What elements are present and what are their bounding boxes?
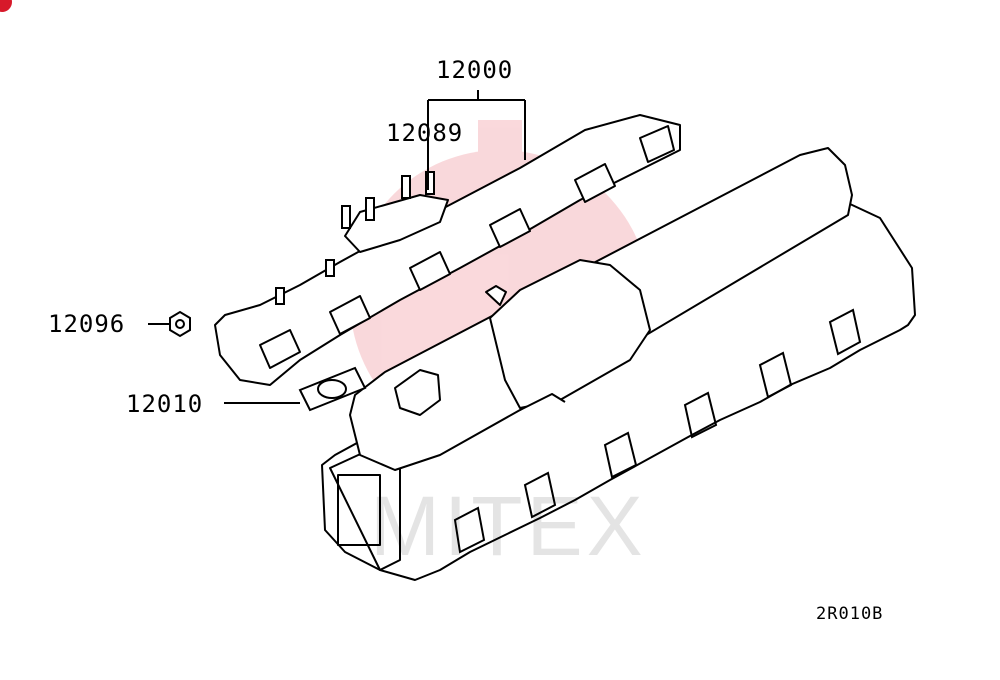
valve-cover <box>349 147 853 471</box>
callout-12089: 12089 <box>386 119 464 147</box>
watermark-text: MITEX <box>370 479 647 573</box>
flange-nut <box>169 310 191 338</box>
callout-12010: 12010 <box>126 390 204 418</box>
manifold-studs <box>275 171 435 305</box>
callout-leaders <box>148 90 526 404</box>
cylinder-head <box>321 189 916 581</box>
head-ports <box>453 308 862 554</box>
brand-dot-icon <box>0 0 12 12</box>
callout-12096: 12096 <box>48 310 126 338</box>
callout-12000: 12000 <box>436 56 514 84</box>
drawing-code: 2R010B <box>816 604 884 624</box>
manifold-gasket <box>298 366 367 412</box>
